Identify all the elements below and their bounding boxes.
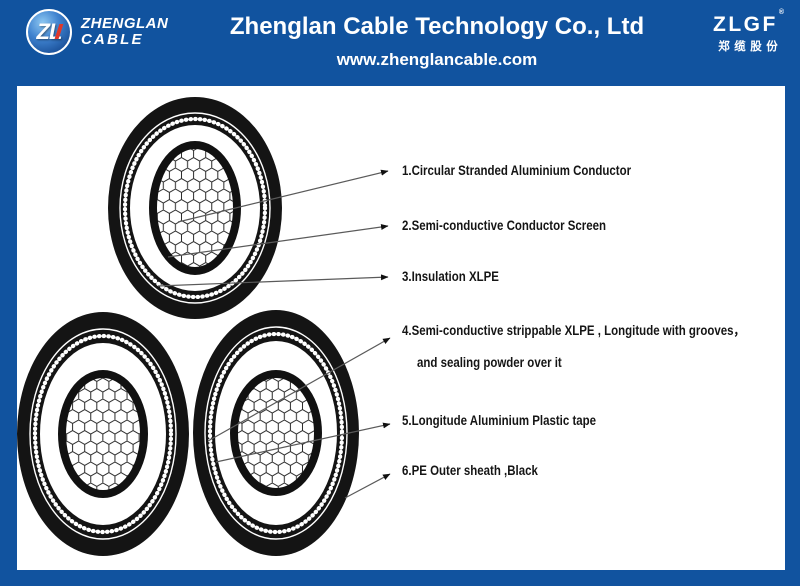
- conductor-with-screen: [230, 370, 322, 496]
- website-url: www.zhenglancable.com: [336, 50, 538, 69]
- leader-line-5: [215, 422, 391, 463]
- zhenglan-logo-icon: ZL: [26, 9, 72, 55]
- registered-mark-icon: ®: [778, 9, 784, 16]
- zlgf-text: ZLGF: [713, 13, 778, 36]
- leader-line-4: [207, 337, 391, 442]
- cable-cross-section-bottom-right: [193, 310, 359, 556]
- aluminium-tape-ring: [32, 333, 174, 535]
- brand-right: ZLGF® 郑缆股份: [706, 9, 790, 54]
- brand-name: ZHENGLAN CABLE: [81, 16, 168, 48]
- cable-cross-section-top: [108, 97, 282, 319]
- aluminium-tape-ring: [207, 331, 345, 535]
- label-strippable-xlpe: 4.Semi-conductive strippable XLPE , Long…: [402, 323, 746, 338]
- header-title-block: Zhenglan Cable Technology Co., Ltd www.z…: [229, 13, 645, 69]
- leader-lines: [157, 169, 391, 499]
- conductor-with-screen: [149, 141, 241, 275]
- leader-line-3: [157, 274, 389, 287]
- label-conductor-screen: 2.Semi-conductive Conductor Screen: [402, 218, 607, 233]
- brand-name-line1: ZHENGLAN: [81, 15, 169, 33]
- leader-line-2: [167, 224, 389, 258]
- leader-line-6: [344, 473, 391, 499]
- brand-left: ZL ZHENGLAN CABLE: [26, 9, 168, 55]
- label-aluminium-tape: 5.Longitude Aluminium Plastic tape: [402, 413, 597, 428]
- sheath-gap: [119, 112, 271, 304]
- zlgf-logo: ZLGF®: [706, 9, 790, 36]
- cable-cross-section-bottom-left: [17, 312, 189, 556]
- sheath-gap: [29, 328, 177, 540]
- header-banner: ZL ZHENGLAN CABLE Zhenglan Cable Technol…: [0, 0, 800, 86]
- label-conductor: 1.Circular Stranded Aluminium Conductor: [402, 163, 632, 178]
- conductor-with-screen: [58, 370, 148, 498]
- label-outer-sheath: 6.PE Outer sheath ,Black: [402, 463, 538, 478]
- aluminium-tape-ring: [122, 116, 268, 300]
- label-insulation: 3.Insulation XLPE: [402, 269, 499, 284]
- company-title: Zhenglan Cable Technology Co., Ltd: [229, 13, 645, 40]
- label-strippable-xlpe-2: and sealing powder over it: [417, 355, 562, 370]
- brand-name-line2: CABLE: [81, 31, 144, 48]
- zlgf-chinese: 郑缆股份: [718, 41, 783, 53]
- leader-line-1: [177, 169, 389, 223]
